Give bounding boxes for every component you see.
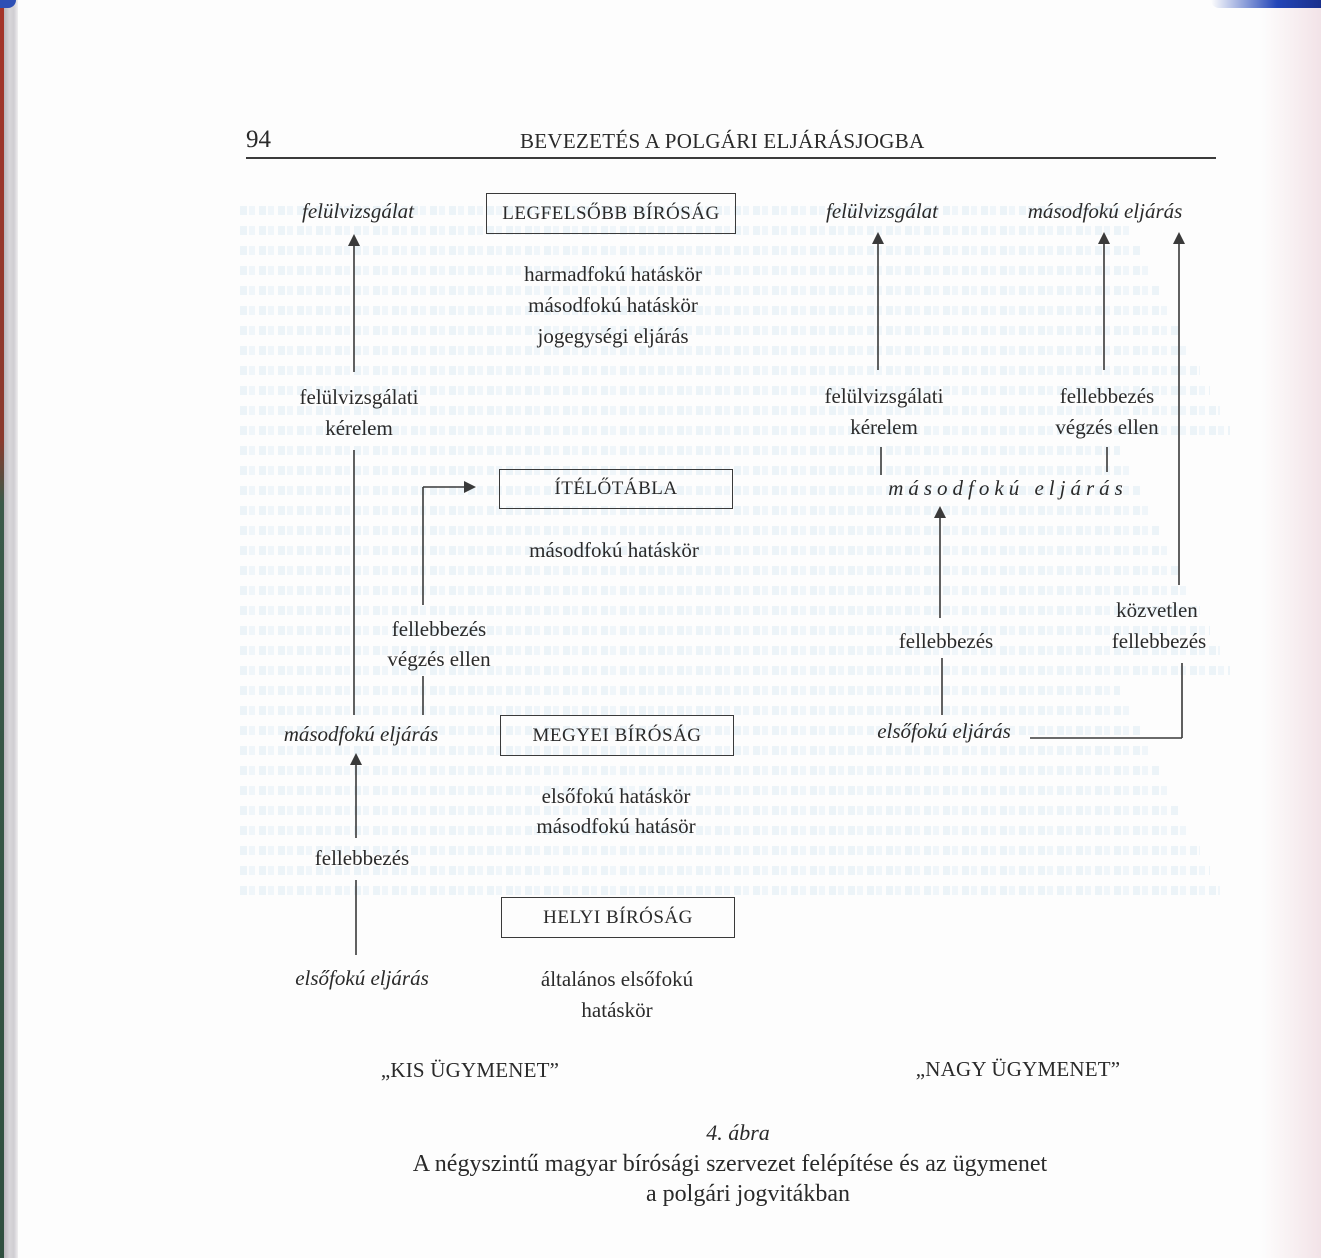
large-first-instance: elsőfokú eljárás — [877, 719, 1011, 743]
court-box-supreme: LEGFELSŐBB BÍRÓSÁG — [486, 193, 736, 234]
large-appeal: fellebbezés — [898, 629, 994, 653]
small-order-appeal-1: fellebbezés — [391, 617, 487, 641]
court-box-county: MEGYEI BÍRÓSÁG — [500, 715, 734, 756]
scan-corner-artifact — [1211, 0, 1321, 8]
figure-label: 4. ábra — [706, 1120, 770, 1145]
large-track-title: „NAGY ÜGYMENET” — [915, 1057, 1121, 1081]
arrowhead-icon — [348, 234, 360, 246]
arrowhead-icon — [1098, 232, 1110, 244]
small-appeal: fellebbezés — [314, 846, 410, 870]
book-spine-edge — [0, 0, 4, 1258]
supreme-competence-3: jogegységi eljárás — [537, 324, 689, 348]
supreme-competence-1: harmadfokú hatáskör — [524, 262, 702, 286]
page-gutter-shadow — [4, 0, 18, 1258]
page-number: 94 — [246, 126, 271, 153]
large-direct-appeal-1: közvetlen — [1116, 598, 1198, 622]
court-box-local: HELYI BÍRÓSÁG — [501, 897, 735, 938]
large-top-review: felülvizsgálat — [826, 199, 938, 223]
supreme-competence-2: másodfokú hatáskör — [528, 293, 698, 317]
court-name-county: MEGYEI BÍRÓSÁG — [532, 724, 702, 746]
figure-title-line-2: a polgári jogvitákban — [646, 1181, 850, 1207]
small-track-title: „KIS ÜGYMENET” — [380, 1058, 560, 1082]
large-review-request-1: felülvizsgálati — [824, 384, 944, 408]
figure-title-line-1: A négyszintű magyar bírósági szervezet f… — [412, 1151, 1048, 1177]
arrowhead-icon — [464, 481, 476, 493]
arrowhead-icon — [350, 753, 362, 765]
large-order-appeal-1: fellebbezés — [1059, 384, 1155, 408]
small-review-request-1: felülvizsgálati — [299, 385, 419, 409]
large-second-instance: másodfokú eljárás — [888, 476, 1128, 500]
small-top-procedure: felülvizsgálat — [302, 199, 414, 223]
court-box-appeal: ÍTÉLŐTÁBLA — [499, 469, 733, 509]
local-competence-2: hatáskör — [581, 998, 653, 1022]
court-name-supreme: LEGFELSŐBB BÍRÓSÁG — [502, 202, 720, 224]
court-name-local: HELYI BÍRÓSÁG — [543, 906, 693, 928]
arrowhead-icon — [872, 232, 884, 244]
large-direct-appeal-2: fellebbezés — [1111, 629, 1207, 653]
small-second-instance: másodfokú eljárás — [283, 722, 439, 746]
header-rule — [246, 157, 1216, 159]
running-title: BEVEZETÉS A POLGÁRI ELJÁRÁSJOGBA — [520, 129, 925, 153]
small-review-request-2: kérelem — [325, 416, 393, 440]
page-right-edge — [1261, 0, 1321, 1258]
arrowhead-icon — [934, 506, 946, 518]
large-order-appeal-2: végzés ellen — [1055, 415, 1159, 439]
arrowhead-icon — [1173, 232, 1185, 244]
county-competence-1: elsőfokú hatáskör — [541, 784, 691, 808]
small-order-appeal-2: végzés ellen — [387, 647, 491, 671]
county-competence-2: másodfokú hatásör — [536, 814, 696, 838]
scan-corner-artifact — [0, 0, 16, 8]
court-name-appeal: ÍTÉLŐTÁBLA — [554, 478, 678, 499]
small-first-instance: elsőfokú eljárás — [295, 966, 429, 990]
local-competence-1: általános elsőfokú — [540, 967, 694, 991]
large-review-request-2: kérelem — [850, 415, 918, 439]
appeal-court-competence-1: másodfokú hatáskör — [529, 538, 699, 562]
large-top-second: másodfokú eljárás — [1027, 199, 1183, 223]
